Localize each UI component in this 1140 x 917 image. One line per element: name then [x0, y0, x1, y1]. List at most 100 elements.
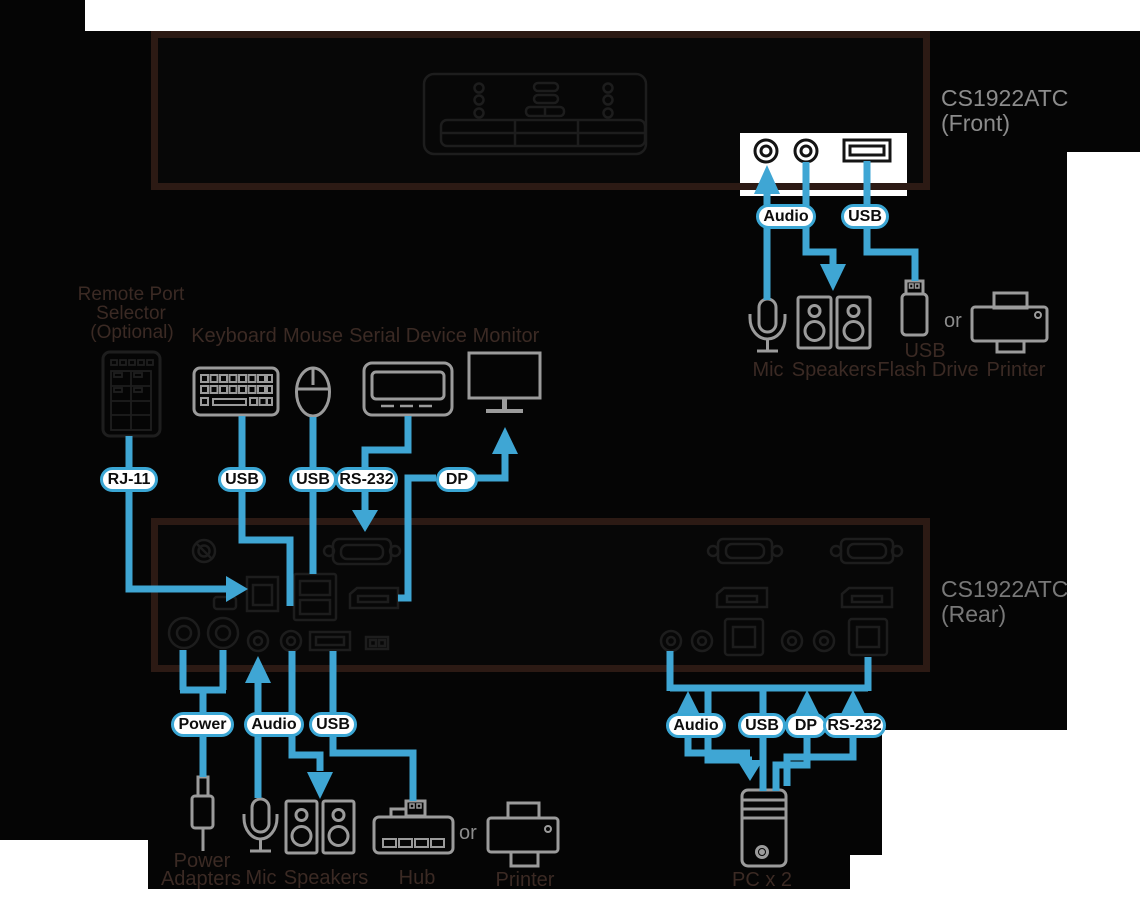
power-jack-icon — [175, 624, 193, 642]
printer-icon — [970, 291, 1049, 354]
led-icon — [473, 107, 485, 119]
bg-patch-bottom-left — [0, 840, 148, 917]
rear-panel — [151, 518, 930, 672]
flash-drive-label-2: Flash Drive — [877, 359, 979, 381]
pill-rj11: RJ-11 — [100, 467, 158, 492]
arrow-down-icon — [352, 510, 378, 532]
usb-ports-icon — [298, 598, 332, 616]
usb-ports-icon — [298, 579, 332, 597]
arrow-up-icon — [794, 690, 820, 716]
printer-icon — [486, 801, 560, 868]
front-mic-jack-icon — [753, 138, 779, 164]
usb-b-port-icon — [847, 617, 889, 657]
power-adapter-icon — [190, 775, 215, 851]
serial-device-label: Serial Device — [349, 325, 467, 347]
rear-ports-right — [659, 537, 904, 657]
arrow-up-icon — [840, 690, 866, 716]
pill-rs232-serial: RS-232 — [335, 467, 398, 492]
cable-power — [179, 650, 227, 777]
audio-jack-icon — [818, 635, 830, 647]
displayport-icon — [715, 586, 769, 609]
front-printer-label: Printer — [986, 359, 1046, 381]
mouse-icon — [295, 366, 331, 418]
serial-port-icon — [388, 544, 402, 558]
pill-usb-keyboard: USB — [218, 467, 266, 492]
audio-jack-icon — [780, 629, 804, 653]
led-icon — [473, 82, 485, 94]
usb-b-port-icon — [855, 625, 881, 649]
switch-icon — [377, 638, 387, 648]
bg-patch-right — [1067, 152, 1140, 917]
bottom-printer-label: Printer — [495, 869, 555, 891]
monitor-icon — [467, 351, 542, 413]
front-mic-label: Mic — [752, 359, 784, 381]
serial-device-icon — [362, 361, 454, 417]
usb-hub-icon — [372, 799, 455, 855]
pill-dp-monitor: DP — [436, 467, 478, 492]
led-icon — [473, 94, 485, 106]
mode-button-icon — [532, 81, 560, 93]
speakers-icon — [284, 799, 356, 855]
cable-pc-bus — [666, 651, 872, 692]
serial-port-icon — [770, 544, 784, 558]
led-icon — [602, 82, 614, 94]
pill-audio-pc: Audio — [666, 713, 726, 738]
arrow-down-icon — [820, 264, 846, 291]
keyboard-label: Keyboard — [191, 325, 277, 347]
front-or-label: or — [944, 310, 962, 332]
led-icon — [602, 107, 614, 119]
remote-selector-label-2: Selector — [96, 303, 166, 324]
power-adapters-label-2: Adapters — [160, 868, 242, 890]
cable-pc-dp — [772, 737, 811, 791]
pill-rs232-pc: RS-232 — [823, 713, 886, 738]
pc-tower-icon — [740, 788, 788, 868]
pill-usb-pc: USB — [738, 713, 786, 738]
front-speaker-jack-icon — [799, 144, 813, 158]
grounding-terminal-icon — [197, 544, 211, 558]
displayport-icon — [840, 586, 894, 609]
audio-jack-icon — [285, 635, 297, 647]
audio-jack-icon — [665, 635, 677, 647]
serial-port-icon — [829, 544, 843, 558]
mic-icon — [748, 297, 787, 353]
front-panel — [151, 31, 930, 196]
cable-serial-device — [361, 416, 412, 510]
serial-port-icon — [339, 543, 385, 561]
led-icon — [602, 94, 614, 106]
pill-audio-front: Audio — [756, 204, 816, 229]
peripheral-icons — [190, 279, 1049, 868]
audio-jack-icon — [690, 629, 714, 653]
pill-dp-pc: DP — [785, 713, 827, 738]
hub-label: Hub — [398, 867, 436, 889]
arrow-down-icon — [737, 760, 763, 781]
switch-icon — [368, 638, 378, 648]
cable-pc-rs232 — [783, 737, 857, 786]
cable-bottom-speakers — [288, 651, 324, 771]
power-jack-icon — [167, 616, 201, 650]
cable-arrowheads — [226, 165, 866, 799]
displayport-icon — [348, 586, 400, 610]
arrow-up-icon — [492, 427, 518, 454]
mic-icon — [242, 797, 279, 853]
pill-usb-mouse: USB — [289, 467, 337, 492]
audio-jack-icon — [786, 635, 798, 647]
usb-b-port-icon — [723, 617, 765, 657]
usb-flash-drive-icon — [900, 279, 929, 337]
flash-drive-label-1: USB — [904, 340, 946, 362]
pill-usb-hub: USB — [309, 712, 357, 737]
remote-selector-label-1: Remote Port — [77, 284, 185, 305]
bg-patch-top — [85, 0, 1140, 31]
remote-port-selector-icon — [101, 350, 162, 438]
remote-selector-label-3: (Optional) — [90, 322, 174, 343]
cable-dp-port — [398, 474, 436, 602]
arrow-up-icon — [675, 691, 701, 717]
cable-hub — [329, 651, 417, 801]
usb-port-icon — [308, 630, 352, 652]
front-mic-jack-icon — [759, 144, 773, 158]
serial-port-icon — [724, 542, 766, 560]
audio-jack-icon — [696, 635, 708, 647]
front-control-cluster — [422, 72, 648, 156]
